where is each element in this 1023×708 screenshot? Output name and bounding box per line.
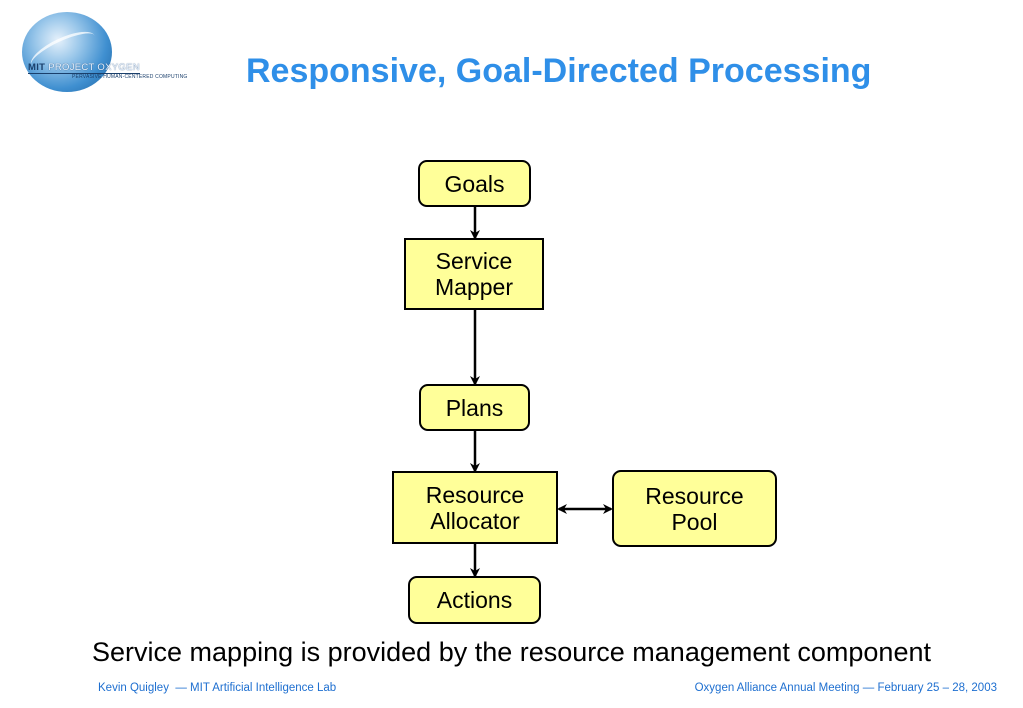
globe-icon: [22, 12, 112, 92]
project-oxygen-logo: MIT PROJECT OXYGEN PERVASIVE HUMAN-CENTE…: [18, 10, 193, 95]
slide-caption: Service mapping is provided by the resou…: [92, 637, 931, 667]
node-plans: Plans: [419, 384, 530, 431]
slide-title: Responsive, Goal-Directed Processing: [246, 52, 872, 90]
node-service-mapper: Service Mapper: [404, 238, 544, 310]
footer-author: Kevin Quigley — MIT Artificial Intellige…: [98, 682, 337, 694]
node-resource-allocator: Resource Allocator: [392, 471, 558, 544]
node-actions: Actions: [408, 576, 541, 624]
footer-event: Oxygen Alliance Annual Meeting — Februar…: [694, 682, 997, 694]
node-resource-pool: Resource Pool: [612, 470, 777, 547]
node-goals: Goals: [418, 160, 531, 207]
logo-wordmark: MIT PROJECT OXYGEN: [28, 62, 140, 74]
logo-tagline: PERVASIVE HUMAN-CENTERED COMPUTING: [72, 74, 188, 80]
